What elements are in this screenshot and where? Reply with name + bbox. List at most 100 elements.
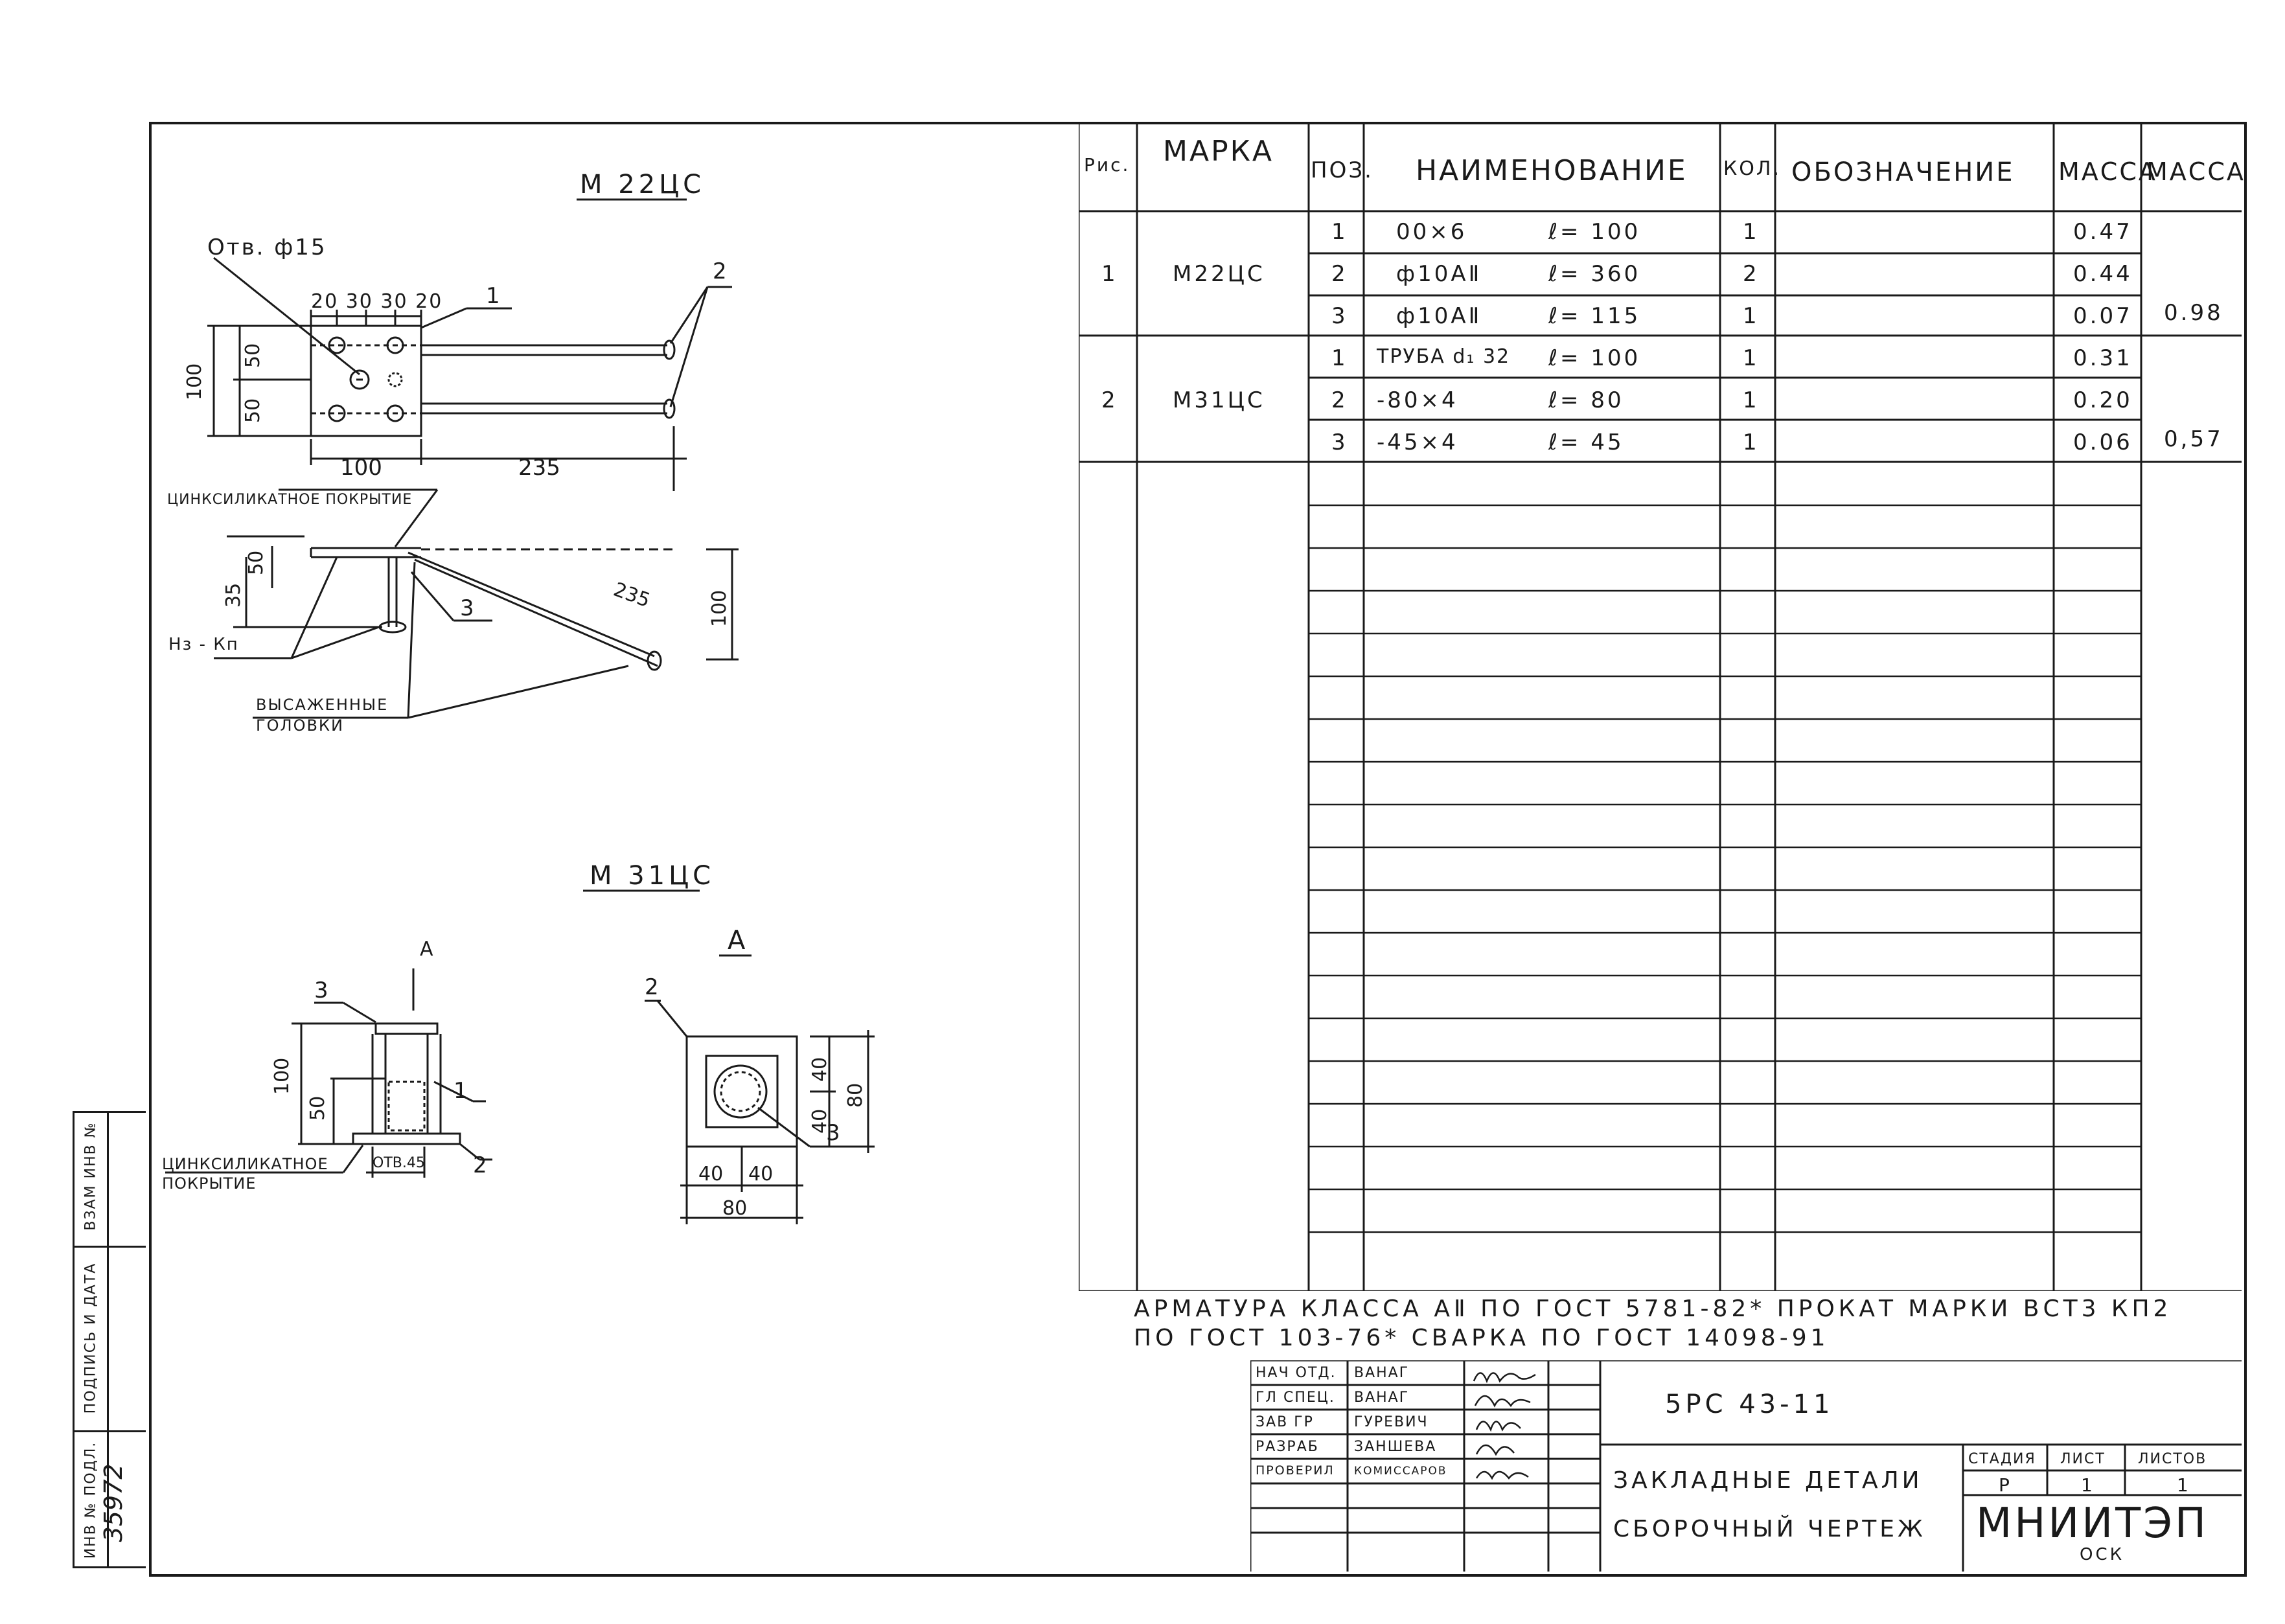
m31-dim-40-c: 40	[698, 1163, 723, 1185]
tb-stage: Р	[1999, 1474, 2011, 1496]
m31-callout-2: 2	[473, 1152, 487, 1178]
m31-dim-40-b: 40	[809, 1109, 831, 1134]
m22-title: М 22ЦС	[580, 170, 705, 200]
title-block-grid	[1250, 1360, 2242, 1572]
tb-name-3: ЗАНШЕВА	[1354, 1439, 1437, 1455]
table-row-mass: 0.31	[2073, 345, 2133, 371]
table-row-qty: 1	[1743, 219, 1760, 245]
table-row-len: ℓ= 45	[1548, 429, 1624, 455]
col-header-name: НАИМЕНОВАНИЕ	[1416, 154, 1688, 187]
tb-code: 5РС 43-11	[1665, 1390, 1834, 1419]
tb-org-sub: ОСК	[2080, 1545, 2125, 1564]
m22-callout-3: 3	[460, 595, 474, 621]
tb-sheets-header: ЛИСТОВ	[2138, 1451, 2207, 1467]
tb-sheet-header: ЛИСТ	[2060, 1451, 2106, 1467]
m31-coating-1: ЦИНКСИЛИКАТНОЕ	[162, 1155, 328, 1173]
table-row-pos: 1	[1331, 345, 1348, 371]
spec-table-grid	[1079, 122, 2242, 1291]
side-stamp: ВЗАМ ИНВ № ПОДПИСЬ И ДАТА ИНВ № ПОДЛ. 35…	[73, 1111, 146, 1568]
m22-label-heads-2: ГОЛОВКИ	[256, 716, 344, 735]
table-row-mass: 0.07	[2073, 303, 2133, 329]
drawing-m22: М 22ЦС Отв. ф15 20 30 30 20 100 50 50 10…	[167, 170, 739, 735]
notes-line-1: АРМАТУРА КЛАССА АⅡ ПО ГОСТ 5781-82* ПРОК…	[1134, 1296, 2172, 1322]
m22-callout-1: 1	[486, 283, 500, 309]
table-row-qty: 2	[1743, 261, 1760, 287]
table-row-pos: 3	[1331, 429, 1348, 455]
m31-dim-80-v: 80	[844, 1083, 867, 1108]
tb-name-4: КОМИССАРОВ	[1354, 1465, 1447, 1478]
table-row-mass: 0.47	[2073, 219, 2133, 245]
m22-dim-235-side: 235	[610, 578, 653, 612]
table-row-len: ℓ= 100	[1548, 345, 1641, 371]
table-row-mass: 0.44	[2073, 261, 2133, 287]
m22-dim-100v: 100	[183, 363, 206, 400]
drawing-frame	[149, 122, 2247, 1577]
m31-dim-100: 100	[271, 1058, 293, 1095]
m22-dim-50b: 50	[242, 398, 264, 423]
group2-mark: М31ЦС	[1173, 387, 1265, 413]
col-header-designation: ОБОЗНАЧЕНИЕ	[1791, 157, 2015, 187]
stamp-label-sign: ПОДПИСЬ И ДАТА	[82, 1262, 99, 1414]
m22-callout-2: 2	[713, 258, 727, 284]
group1-fig: 1	[1101, 261, 1118, 287]
table-row-name: -45×4	[1377, 429, 1458, 455]
m22-dim-100-side: 100	[708, 590, 731, 627]
drawing-m31: М 31ЦС А А 3 1 2 100 50 ОТВ.45 ЦИНКСИЛИК…	[162, 861, 875, 1224]
m31-dim-40-d: 40	[748, 1163, 773, 1185]
tb-role-3: РАЗРАБ	[1256, 1439, 1319, 1455]
m22-dims-top: 20 30 30 20	[311, 290, 442, 313]
group2-fig: 2	[1101, 387, 1118, 413]
table-row-name: -80×4	[1377, 387, 1458, 413]
tb-role-1: ГЛ СПЕЦ.	[1256, 1390, 1335, 1406]
m31-dim-50: 50	[306, 1096, 329, 1121]
col-header-mass-total: МАССА	[2146, 157, 2245, 186]
m31-callout-3b: 3	[826, 1120, 840, 1146]
col-header-pos: ПОЗ.	[1311, 157, 1373, 183]
m22-dim-35: 35	[222, 583, 245, 608]
tb-role-2: ЗАВ ГР	[1256, 1414, 1314, 1430]
col-header-fig: Рис.	[1084, 154, 1131, 176]
tb-name-0: ВАНАГ	[1354, 1365, 1410, 1381]
m31-dim-80-h: 80	[722, 1197, 747, 1220]
stamp-label-inv: ИНВ № ПОДЛ.	[82, 1441, 99, 1559]
table-row-pos: 3	[1331, 303, 1348, 329]
table-row-name: ф10АⅡ	[1396, 261, 1482, 287]
m22-hole-label: Отв. ф15	[207, 234, 327, 260]
table-row-len: ℓ= 115	[1548, 303, 1641, 329]
group2-total: 0,57	[2164, 426, 2223, 452]
signature-marks	[1473, 1372, 1536, 1480]
col-header-qty: КОЛ.	[1723, 157, 1782, 180]
col-header-mass: МАССА	[2058, 157, 2157, 186]
table-row-pos: 2	[1331, 387, 1348, 413]
table-row-qty: 1	[1743, 303, 1760, 329]
group1-total: 0.98	[2164, 300, 2223, 326]
stamp-label-vzam: ВЗАМ ИНВ №	[82, 1121, 99, 1231]
tb-role-0: НАЧ ОТД.	[1256, 1365, 1337, 1381]
table-row-name: ф10АⅡ	[1396, 303, 1482, 329]
m22-label-nz: Нз - Кп	[168, 635, 239, 654]
tb-role-4: ПРОВЕРИЛ	[1256, 1463, 1335, 1478]
m22-label-heads-1: ВЫСАЖЕННЫЕ	[256, 696, 388, 714]
m31-callout-2b: 2	[645, 974, 659, 1000]
table-row-mass: 0.20	[2073, 387, 2133, 413]
table-row-pos: 1	[1331, 219, 1348, 245]
m31-callout-1: 1	[454, 1078, 468, 1104]
m31-view-arrow: А	[420, 938, 433, 961]
tb-stage-header: СТАДИЯ	[1968, 1451, 2036, 1467]
m22-dim-50-side: 50	[245, 551, 268, 575]
table-row-mass: 0.06	[2073, 429, 2133, 455]
stamp-inv-number: 35972	[99, 1463, 128, 1542]
table-row-qty: 1	[1743, 345, 1760, 371]
m31-view-title: А	[728, 926, 746, 955]
tb-sheet: 1	[2081, 1474, 2094, 1496]
table-row-len: ℓ= 100	[1548, 219, 1641, 245]
m22-dim-100: 100	[340, 455, 382, 481]
col-header-mark: МАРКА	[1163, 135, 1274, 168]
notes-line-2: ПО ГОСТ 103-76* СВАРКА ПО ГОСТ 14098-91	[1134, 1325, 1830, 1351]
tb-title-1: ЗАКЛАДНЫЕ ДЕТАЛИ	[1613, 1467, 1923, 1494]
title-block: НАЧ ОТД. ГЛ СПЕЦ. ЗАВ ГР РАЗРАБ ПРОВЕРИЛ…	[1250, 1360, 2242, 1572]
m22-dim-235: 235	[518, 455, 560, 481]
table-row-pos: 2	[1331, 261, 1348, 287]
tb-sheets: 1	[2177, 1474, 2190, 1496]
tb-name-2: ГУРЕВИЧ	[1354, 1414, 1429, 1430]
